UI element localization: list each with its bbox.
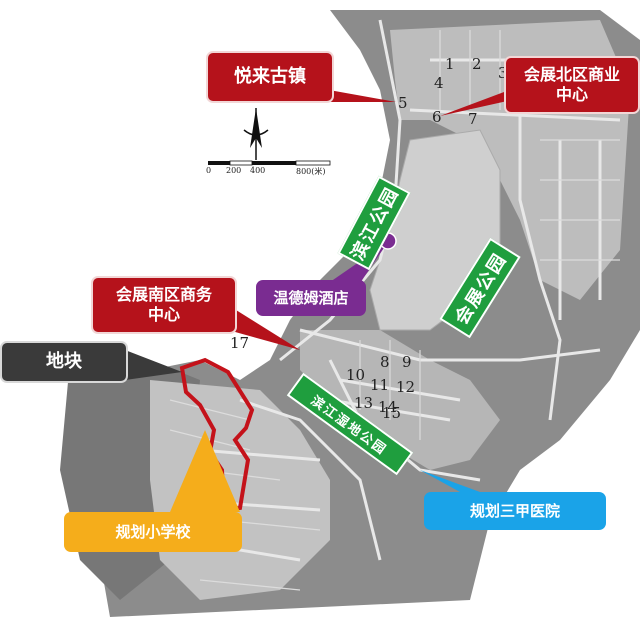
yuelai-pointer: [318, 88, 396, 102]
south-district: [300, 330, 500, 470]
block-number: 12: [396, 378, 416, 396]
scale-tick-0: 0: [206, 166, 212, 175]
scale-bar: [208, 160, 331, 166]
block-number: 6: [432, 108, 442, 126]
yuelai-callout-text: 悦来古镇: [234, 65, 306, 87]
plot-callout: 地块: [0, 341, 128, 383]
plot-pointer: [125, 350, 182, 380]
block-number: 3: [498, 64, 508, 82]
north-callout-line1: 会展北区商业: [523, 65, 620, 84]
north-arrow-icon: [243, 108, 269, 160]
block-number: 10: [346, 366, 366, 384]
block-number: 17: [230, 334, 250, 352]
north-pointer: [440, 86, 520, 116]
north-callout-line2: 中心: [555, 85, 588, 104]
block-number: 1: [445, 55, 455, 73]
block-number: 9: [402, 353, 412, 371]
plot-callout-text: 地块: [46, 350, 82, 372]
plot-outline: [179, 357, 255, 513]
hospital-callout: 规划三甲医院: [424, 492, 606, 530]
school-pointer: [170, 430, 240, 512]
block-number: 14: [378, 398, 398, 416]
north-district-callout: 会展北区商业 中心: [504, 56, 640, 114]
block-number: 15: [382, 404, 402, 422]
south-callout-line2: 中心: [147, 305, 180, 324]
south-district-callout: 会展南区商务 中心: [91, 276, 237, 334]
hotel-callout: 温德姆酒店: [256, 280, 366, 316]
block-number: 11: [370, 376, 390, 394]
hospital-callout-text: 规划三甲医院: [469, 501, 560, 520]
block-number: 8: [380, 353, 390, 371]
block-number: 2: [472, 55, 482, 73]
scale-tick-200: 200: [226, 166, 242, 175]
south-callout-line1: 会展南区商务: [115, 285, 212, 304]
yuelai-callout: 悦来古镇: [206, 51, 334, 103]
block-number: 13: [354, 394, 374, 412]
school-callout: 规划小学校: [64, 512, 242, 552]
scale-tick-800: 800(米): [296, 167, 326, 176]
scale-tick-400: 400: [250, 166, 266, 175]
school-callout-text: 规划小学校: [115, 522, 191, 541]
hospital-pointer: [420, 470, 480, 492]
hotel-callout-text: 温德姆酒店: [273, 288, 349, 307]
block-number: 4: [434, 74, 444, 92]
block-number: 5: [398, 94, 408, 112]
block-number: 7: [468, 110, 478, 128]
